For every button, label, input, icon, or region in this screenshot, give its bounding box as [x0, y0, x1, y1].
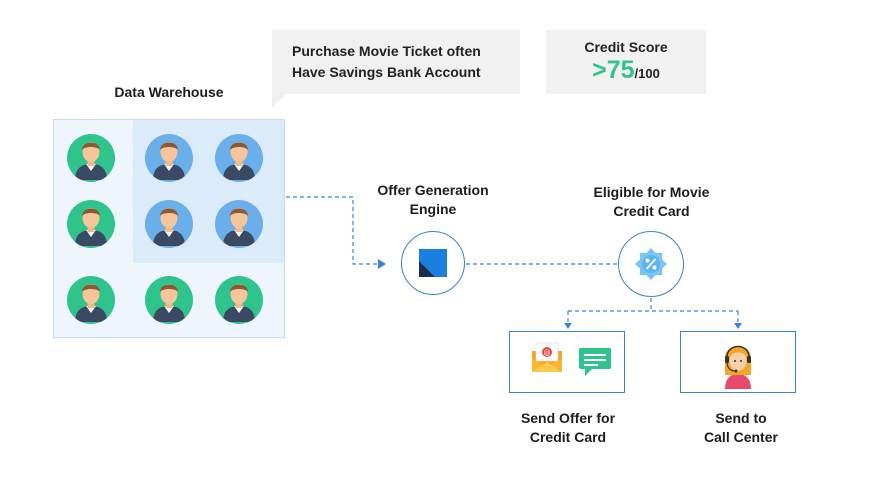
eligible-node	[618, 231, 684, 297]
eligible-label-line-2: Credit Card	[613, 203, 690, 219]
credit-score-number: >75	[592, 56, 635, 84]
credit-score-box: Credit Score >75/100	[546, 30, 706, 94]
callout-line-2: Have Savings Bank Account	[292, 64, 481, 80]
data-warehouse-label: Data Warehouse	[114, 84, 224, 100]
call-center-agent-icon	[724, 345, 751, 389]
engine-label-line-1: Offer Generation	[377, 182, 489, 198]
eligible-label-line-1: Eligible for Movie	[593, 184, 710, 200]
selected-segment	[133, 120, 284, 263]
engine-logo-icon	[418, 248, 447, 277]
callout-tail	[272, 93, 286, 109]
credit-score-value: >75/100	[546, 56, 706, 85]
eligible-label: Eligible for Movie Credit Card	[574, 183, 729, 221]
arrow-head-offer	[564, 323, 572, 329]
call-center-box	[680, 331, 796, 393]
criteria-callout: Purchase Movie Ticket often Have Savings…	[272, 30, 520, 94]
engine-label: Offer Generation Engine	[358, 181, 508, 219]
call-center-label-line-1: Send to	[715, 410, 767, 426]
percent-badge-icon	[634, 247, 667, 280]
svg-text:@: @	[543, 349, 550, 357]
engine-label-line-2: Engine	[409, 201, 457, 217]
offer-channel-icons: @	[531, 342, 611, 376]
call-center-label-line-2: Call Center	[704, 429, 778, 445]
credit-score-title: Credit Score	[584, 39, 668, 55]
send-offer-box: @	[509, 331, 625, 393]
send-offer-label-line-2: Credit Card	[529, 429, 607, 445]
credit-score-suffix: /100	[634, 66, 660, 81]
offer-engine-node	[401, 231, 465, 295]
chat-message-icon	[578, 347, 611, 376]
send-offer-label: Send Offer for Credit Card	[492, 409, 644, 447]
send-offer-label-line-1: Send Offer for	[520, 410, 616, 426]
arrow-head-callcenter	[734, 323, 742, 329]
email-envelope-icon: @	[531, 342, 562, 372]
callout-line-1: Purchase Movie Ticket often	[292, 43, 481, 59]
call-center-label: Send to Call Center	[666, 409, 816, 447]
arrow-head-engine	[378, 259, 386, 269]
